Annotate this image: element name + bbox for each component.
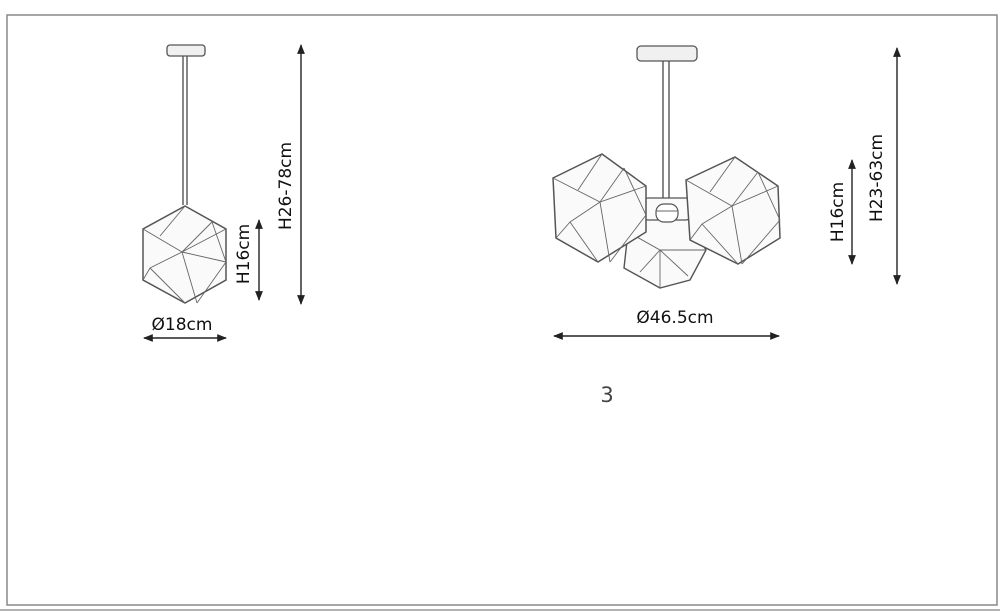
left-total-height-label: H26-78cm [276, 142, 296, 230]
three-light-pendant-lamp [552, 45, 781, 289]
left-ceiling-canopy [166, 44, 206, 57]
right-total-height-label: H23-63cm [867, 134, 887, 222]
single-pendant-lamp [142, 44, 227, 304]
left-width-label: Ø18cm [152, 315, 213, 335]
diagram-border [6, 14, 998, 606]
left-arm-cube-shade [552, 153, 647, 263]
right-arm-cube-shade [685, 156, 781, 265]
right-ceiling-canopy [636, 45, 698, 62]
left-cube-shade [142, 205, 227, 304]
light-count-label: 3 [600, 383, 613, 407]
right-shade-height-label: H16cm [828, 182, 848, 242]
center-hub [643, 197, 691, 223]
right-width-label: Ø46.5cm [636, 308, 713, 328]
left-shade-height-label: H16cm [234, 224, 254, 284]
